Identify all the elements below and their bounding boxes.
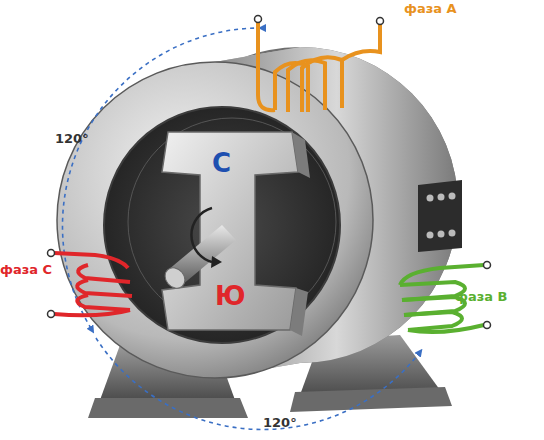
terminal [449,193,456,200]
terminal-plate [418,180,462,252]
rotor [162,132,310,336]
terminal [427,232,434,239]
phase-angle-arc [96,338,420,429]
rotor-side [292,132,310,178]
terminal [438,231,445,238]
angle-label: 120° [55,132,89,145]
shaft [161,208,236,292]
terminal-point [255,16,262,23]
coil-turn [77,295,130,310]
pole-label: С [212,150,231,176]
foot-base [88,398,248,418]
terminal-point [484,322,491,329]
coil-turn [302,57,342,112]
terminal-point [377,18,384,25]
coil-lead [342,24,380,60]
coil-lead [54,310,130,315]
phase-label: фаза А [404,2,457,15]
coil-lead [408,325,484,332]
shaft-end [161,264,189,292]
terminal-box [418,180,462,252]
foot-base [290,387,452,412]
rotation-arrow [191,208,212,262]
pole-label: Ю [215,283,246,309]
terminal [427,195,434,202]
terminal-point [48,311,55,318]
coil-turn [288,60,325,112]
terminal-point [484,262,491,269]
terminal [438,194,445,201]
rotation-arrowhead [211,256,222,268]
phase-c-coil [48,250,133,318]
phase-label: фаза В [455,290,507,303]
coil-turn [404,312,462,330]
angle-label: 120° [263,416,297,429]
coil-turn [77,280,132,296]
phase-a-coil [255,16,384,113]
coil-lead [54,253,128,268]
coil-lead [258,22,275,110]
rotor-side [290,288,308,336]
phase-label: фаза С [0,263,52,276]
terminal-point [48,250,55,257]
terminal [449,230,456,237]
phase-angle-arc [62,28,262,330]
stator-bore [104,107,340,343]
rotor-poles [162,132,298,330]
